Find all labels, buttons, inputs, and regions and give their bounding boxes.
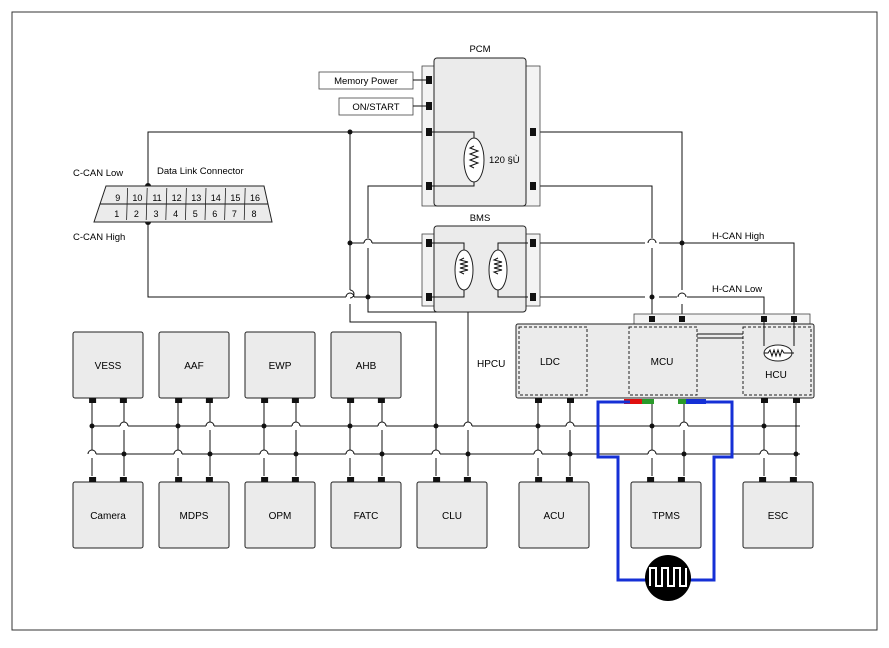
c-can-high-label: C-CAN High <box>73 232 125 243</box>
dlc-pin-10: 10 <box>132 193 142 203</box>
pcm-title: PCM <box>469 44 490 55</box>
module-clu-label: CLU <box>442 511 462 522</box>
ldc-label: LDC <box>540 357 560 368</box>
dlc-pin-2: 2 <box>134 209 139 219</box>
dlc-pin-15: 15 <box>230 193 240 203</box>
dlc-title: Data Link Connector <box>157 166 244 177</box>
mcu-label: MCU <box>651 357 674 368</box>
module-vess: VESS <box>72 331 144 403</box>
module-fatc-label: FATC <box>354 511 379 522</box>
dlc-pin-5: 5 <box>193 209 198 219</box>
oscilloscope-icon <box>645 555 691 601</box>
module-aaf-label: AAF <box>184 361 203 372</box>
dlc-pin-12: 12 <box>172 193 182 203</box>
dlc-pin-8: 8 <box>251 209 256 219</box>
module-ahb-label: AHB <box>356 361 377 372</box>
h-can-high-label: H-CAN High <box>712 231 764 242</box>
hpcu-bottom-terminals <box>535 398 800 404</box>
module-esc: ESC <box>742 477 814 549</box>
pcm-inputs: Memory Power ON/START <box>318 71 426 116</box>
module-mdps: MDPS <box>158 477 230 549</box>
module-camera-label: Camera <box>90 511 126 522</box>
module-vess-label: VESS <box>95 361 122 372</box>
module-camera: Camera <box>72 477 144 549</box>
module-mdps-label: MDPS <box>180 511 209 522</box>
module-ewp-label: EWP <box>269 361 292 372</box>
bms-resistor-left-icon <box>454 249 474 291</box>
probe-wire <box>596 400 734 582</box>
diagram-border <box>11 11 878 631</box>
hpcu-label: HPCU <box>477 359 505 370</box>
module-tpms: TPMS <box>630 477 702 549</box>
on-start-label: ON/START <box>352 102 399 113</box>
pcm-resistor-label: 120 §Ù <box>489 155 520 166</box>
dlc-pin-9: 9 <box>115 193 120 203</box>
dlc-pin-6: 6 <box>212 209 217 219</box>
dlc-pin-13: 13 <box>191 193 201 203</box>
dlc-pin-11: 11 <box>152 193 161 203</box>
module-acu: ACU <box>518 477 590 549</box>
module-tpms-label: TPMS <box>652 511 680 522</box>
module-aaf: AAF <box>158 331 230 403</box>
c-can-low-label: C-CAN Low <box>73 168 123 179</box>
dlc-pin-16: 16 <box>250 193 260 203</box>
module-esc-label: ESC <box>768 511 789 522</box>
dlc-pin-4: 4 <box>173 209 178 219</box>
dlc-pin-7: 7 <box>232 209 237 219</box>
module-fatc: FATC <box>330 477 402 549</box>
bms-title: BMS <box>470 213 491 224</box>
module-clu: CLU <box>416 477 488 549</box>
module-ahb: AHB <box>330 331 402 403</box>
module-opm-label: OPM <box>269 511 292 522</box>
memory-power-label: Memory Power <box>334 76 398 87</box>
wire-crossovers <box>87 238 769 458</box>
hpcu-module: LDC MCU HCU HPCU <box>477 313 815 404</box>
module-acu-label: ACU <box>543 511 564 522</box>
pcm-resistor-icon <box>463 137 485 183</box>
module-ewp: EWP <box>244 331 316 403</box>
bms-resistor-right-icon <box>488 249 508 291</box>
h-can-low-label: H-CAN Low <box>712 284 762 295</box>
dlc-pin-3: 3 <box>153 209 158 219</box>
dlc-pin-1: 1 <box>114 209 119 219</box>
hcu-label: HCU <box>765 370 787 381</box>
bms-module: BMS <box>421 213 541 313</box>
pcm-module: PCM 120 §Ù <box>421 44 541 207</box>
dlc-pin-14: 14 <box>211 193 221 203</box>
module-opm: OPM <box>244 477 316 549</box>
